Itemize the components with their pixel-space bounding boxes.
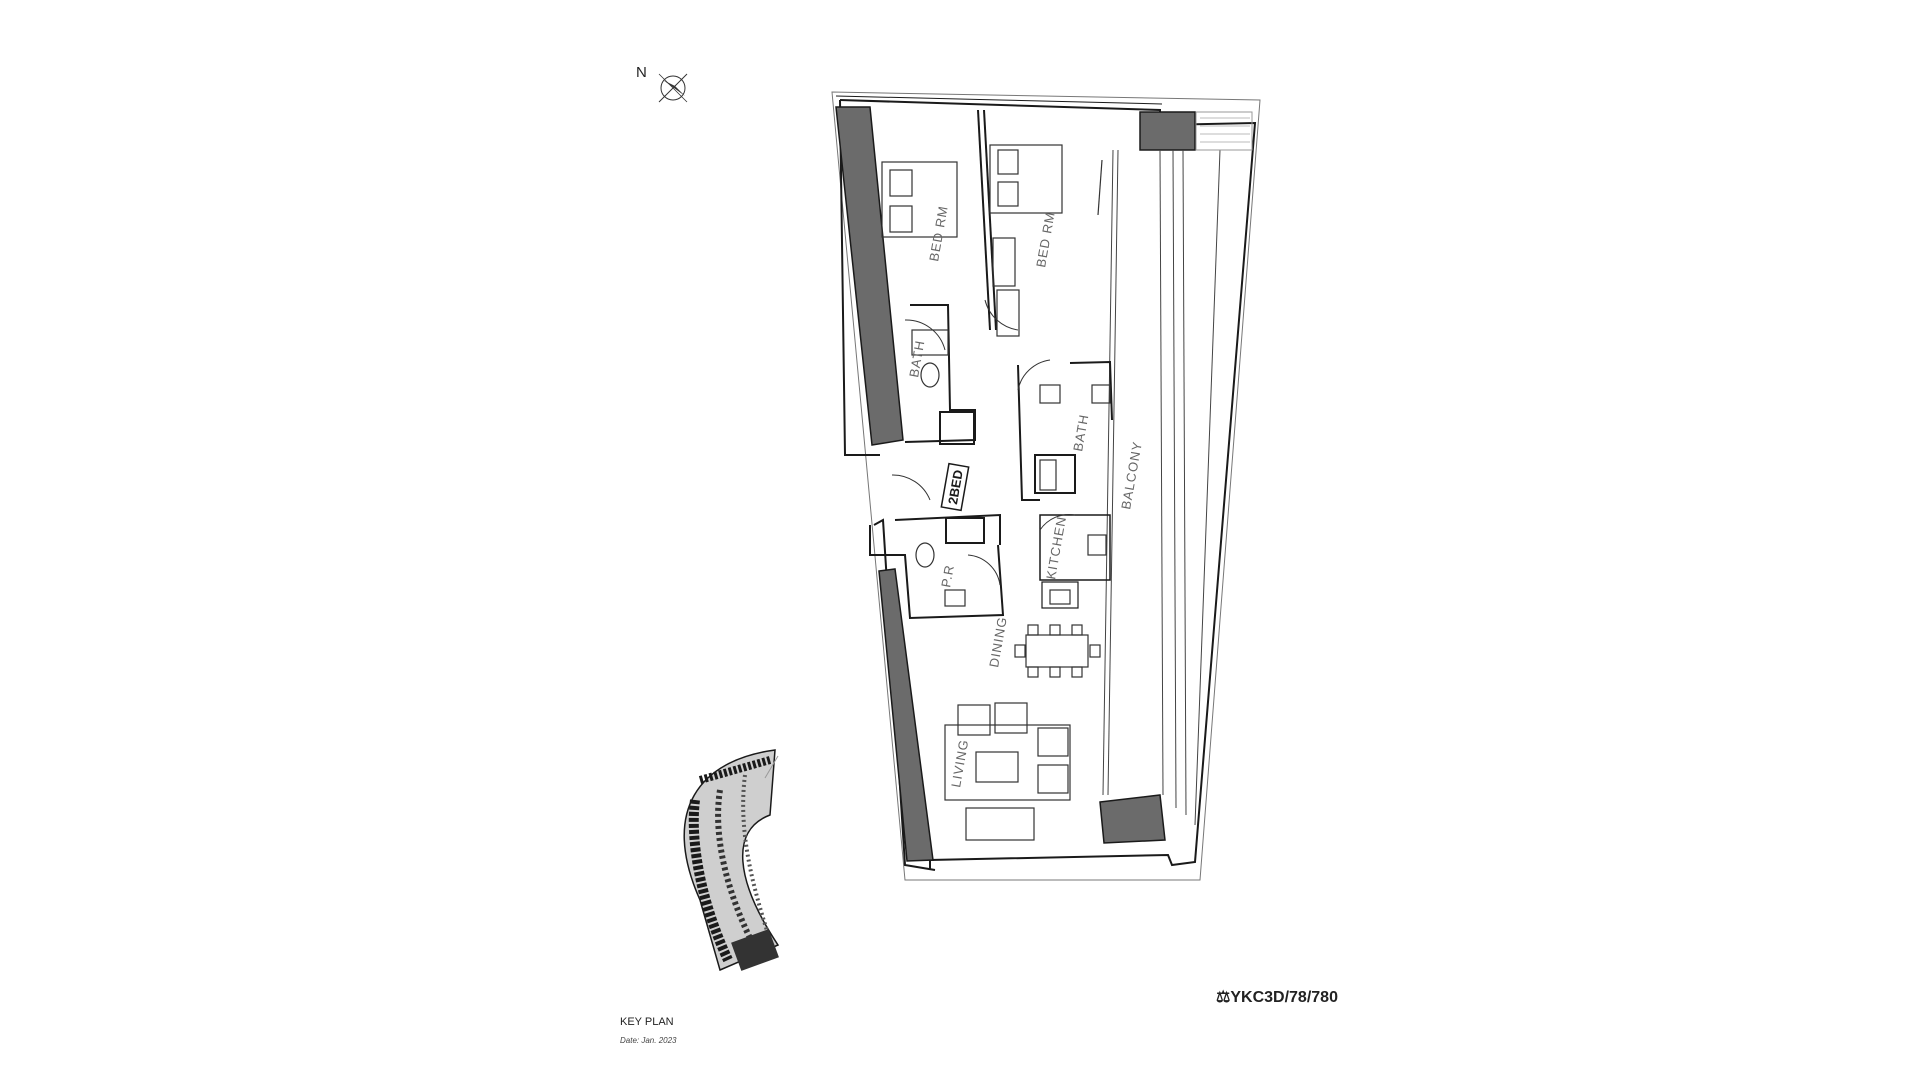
armchair-2 — [994, 702, 1028, 734]
bed-1 — [881, 161, 958, 238]
armchair-1 — [957, 704, 991, 736]
wardrobe-2 — [996, 289, 1020, 337]
room-label-bath-2: BATH — [1070, 413, 1091, 453]
unit-tag-label: 2BED — [945, 469, 966, 506]
room-label-bed-rm-2: BED RM — [1033, 210, 1058, 268]
dining-table — [1025, 634, 1089, 668]
sofa — [965, 807, 1035, 841]
north-indicator-label: N — [636, 64, 647, 81]
compass-icon — [658, 73, 688, 103]
unit-code-label: ⚖YKC3D/78/780 — [1216, 989, 1338, 1006]
bed-2 — [989, 144, 1063, 214]
interior-walls — [869, 109, 1113, 620]
room-label-pr: P.R — [938, 563, 957, 588]
room-label-dining: DINING — [986, 615, 1010, 668]
site-boundary — [831, 91, 1261, 881]
plan-date: Date: Jan. 2023 — [620, 1036, 677, 1045]
living-rug — [944, 724, 1071, 801]
coffee-table — [975, 751, 1019, 783]
room-label-living: LIVING — [948, 738, 971, 788]
key-plan-title: KEY PLAN — [620, 1016, 674, 1028]
side-chair-2 — [1037, 764, 1069, 794]
furniture — [881, 144, 1111, 841]
structural-columns — [835, 106, 1196, 862]
door-swings — [891, 299, 1076, 586]
room-label-balcony: BALCONY — [1118, 440, 1145, 511]
wardrobe-1 — [992, 237, 1016, 287]
room-label-bath-1: BATH — [906, 339, 927, 379]
room-label-kitchen: KITCHEN — [1043, 515, 1069, 581]
unit-tag: 2BED — [940, 462, 970, 512]
balcony-rails — [1102, 111, 1253, 826]
room-label-bed-rm-1: BED RM — [926, 204, 951, 262]
side-chair-1 — [1037, 727, 1069, 757]
key-plan-drawing — [683, 749, 780, 972]
